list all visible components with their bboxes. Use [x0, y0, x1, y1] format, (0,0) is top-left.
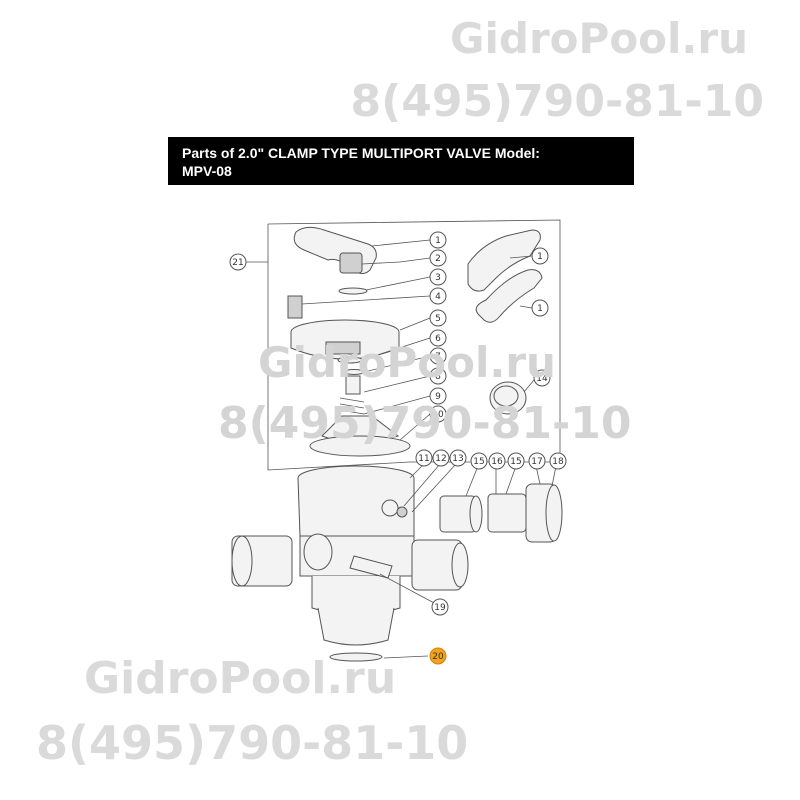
- callout-13: 13: [449, 449, 467, 467]
- callout-10: 10: [429, 405, 447, 423]
- callout-21: 21: [229, 253, 247, 271]
- watermark-site-top: GidroPool.ru: [450, 14, 748, 63]
- callout-18-label: 18: [552, 457, 564, 467]
- callout-6-label: 6: [435, 334, 441, 344]
- watermark-phone-mid: 8(495)790-81-10: [218, 398, 632, 449]
- callout-17: 17: [528, 452, 546, 470]
- callout-1-alt-b: 1: [531, 299, 549, 317]
- callout-5-label: 5: [435, 314, 441, 324]
- callout-16: 16: [488, 452, 506, 470]
- callout-13-label: 13: [452, 454, 463, 464]
- callout-14-label: 14: [536, 374, 548, 384]
- callout-21-label: 21: [232, 258, 243, 268]
- cover-part: [290, 319, 400, 360]
- callout-9-label: 9: [435, 392, 441, 402]
- callout-11: 11: [415, 449, 433, 467]
- callout-18: 18: [549, 452, 567, 470]
- callout-12: 12: [432, 449, 450, 467]
- callout-19-label: 19: [434, 603, 446, 613]
- callout-15-b-label: 15: [510, 457, 521, 467]
- side-union-parts: [381, 483, 563, 543]
- bottom-oring-part: [329, 652, 383, 662]
- title-line-1: Parts of 2.0" CLAMP TYPE MULTIPORT VALVE…: [182, 145, 540, 161]
- callout-5: 5: [429, 309, 447, 327]
- title-banner: Parts of 2.0" CLAMP TYPE MULTIPORT VALVE…: [168, 137, 634, 185]
- callout-20-label: 20: [432, 652, 444, 662]
- callout-15-a-label: 15: [473, 457, 484, 467]
- handle-part: [293, 226, 377, 275]
- callout-16-label: 16: [491, 457, 503, 467]
- callout-19: 19: [431, 598, 449, 616]
- callout-1-alt-a-label: 1: [537, 252, 543, 262]
- callout-4-label: 4: [435, 292, 441, 302]
- callout-9: 9: [429, 387, 447, 405]
- title-line-2: MPV-08: [182, 163, 232, 179]
- callout-7: 7: [429, 347, 447, 365]
- callout-1-alt-a: 1: [531, 247, 549, 265]
- callouts: 21 1 2 3 4 5 6 7 8 9 10 1 1 14 11 12 13 …: [229, 231, 567, 665]
- callout-1-alt-b-label: 1: [537, 304, 543, 314]
- callout-15-a: 15: [470, 452, 488, 470]
- callout-1-label: 1: [435, 236, 441, 246]
- callout-20: 20: [429, 647, 447, 665]
- pin-part: [361, 261, 401, 265]
- callout-7-label: 7: [435, 352, 441, 362]
- callout-4: 4: [429, 287, 447, 305]
- plug-part: [489, 381, 527, 415]
- clip-part: [287, 295, 303, 319]
- watermark-site-bottom: GidroPool.ru: [84, 653, 397, 704]
- watermark-phone-top: 8(495)790-81-10: [350, 76, 764, 127]
- watermark-phone-bottom: 8(495)790-81-10: [36, 716, 469, 770]
- washer-part: [338, 287, 368, 295]
- callout-2-label: 2: [435, 254, 441, 264]
- callout-8: 8: [429, 367, 447, 385]
- callout-11-label: 11: [418, 454, 429, 464]
- leader-lines: [301, 239, 557, 659]
- valve-body-part: [231, 465, 469, 646]
- rotor-part: [309, 415, 411, 457]
- callout-3-label: 3: [435, 273, 441, 283]
- callout-6: 6: [429, 329, 447, 347]
- callout-12-label: 12: [435, 454, 446, 464]
- callout-1: 1: [429, 231, 447, 249]
- callout-17-label: 17: [531, 457, 542, 467]
- callout-15-b: 15: [507, 452, 525, 470]
- handle-alt-b: [475, 269, 543, 323]
- callout-14: 14: [533, 369, 551, 387]
- callout-10-label: 10: [432, 410, 444, 420]
- watermark-site-mid: GidroPool.ru: [258, 338, 556, 387]
- spring-part: [339, 375, 365, 421]
- callout-8-label: 8: [435, 372, 441, 382]
- callout-2: 2: [429, 249, 447, 267]
- callout-3: 3: [429, 268, 447, 286]
